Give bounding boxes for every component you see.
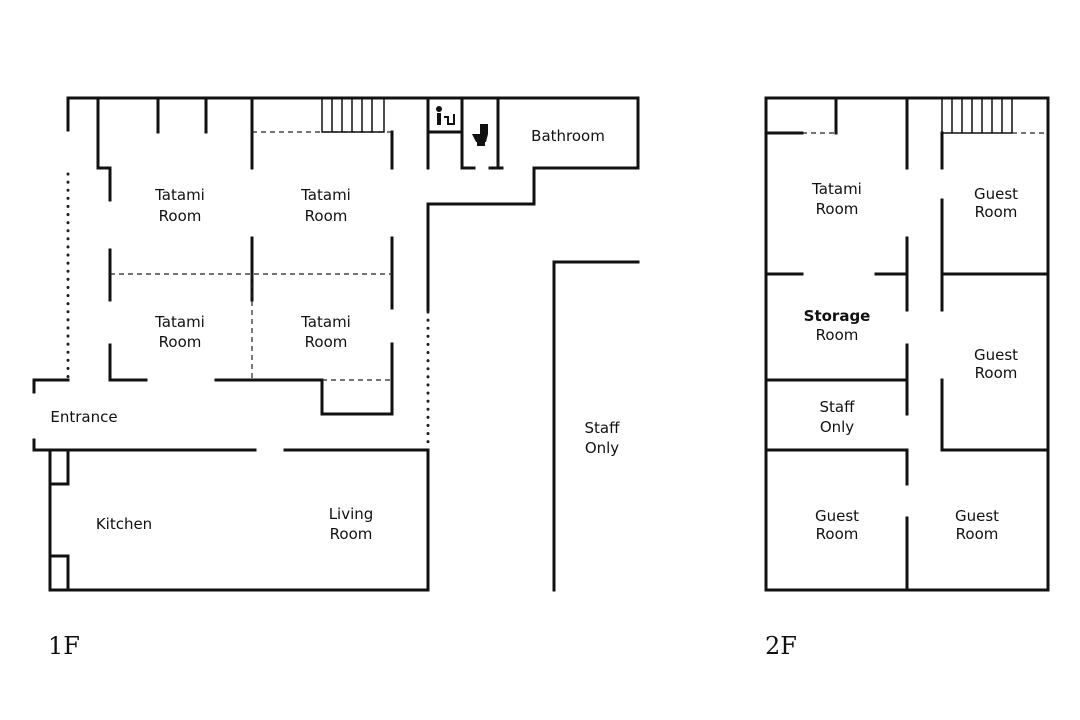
room-label: Room (816, 525, 859, 543)
room-label: Room (330, 525, 373, 543)
room-label: Room (975, 364, 1018, 382)
room-label: Room (975, 203, 1018, 221)
room-label: Living (329, 505, 374, 523)
room-label: Tatami (300, 186, 351, 204)
room-label: Storage (804, 307, 871, 325)
room-label: Room (305, 207, 348, 225)
room-label: Guest (974, 346, 1018, 364)
sink-icon (436, 106, 455, 125)
floor-1-dashed-lines (66, 131, 430, 448)
floor-2-stairs (941, 98, 1013, 134)
room-label: Room (159, 207, 202, 225)
room-label: Kitchen (96, 515, 152, 533)
room-label: Room (816, 326, 859, 344)
room-label: Guest (815, 507, 859, 525)
room-label: Staff (820, 398, 856, 416)
room-label: Room (305, 333, 348, 351)
room-label: Tatami (154, 186, 205, 204)
toilet-icon (472, 124, 488, 146)
room-label: Staff (585, 419, 621, 437)
floor-1-stairs (321, 98, 385, 133)
room-label: Room (956, 525, 999, 543)
room-label: Tatami (154, 313, 205, 331)
room-label: Tatami (811, 180, 862, 198)
room-label: Bathroom (531, 127, 605, 145)
room-label: Room (159, 333, 202, 351)
floor-2-labels: Tatami Room Guest Room Storage Room Gues… (804, 180, 1019, 543)
room-label: Tatami (300, 313, 351, 331)
floor-1-labels: Tatami Room Tatami Room Tatami Room Tata… (50, 127, 620, 543)
floor-1-walls (32, 96, 640, 592)
floor-2-title: 2F (765, 632, 797, 660)
room-label: Guest (955, 507, 999, 525)
room-label: Entrance (50, 408, 117, 426)
floor-1-title: 1F (48, 632, 80, 660)
room-label: Only (585, 439, 619, 457)
floor-2-walls (764, 96, 1050, 592)
room-label: Only (820, 418, 854, 436)
room-label: Guest (974, 185, 1018, 203)
room-label: Room (816, 200, 859, 218)
